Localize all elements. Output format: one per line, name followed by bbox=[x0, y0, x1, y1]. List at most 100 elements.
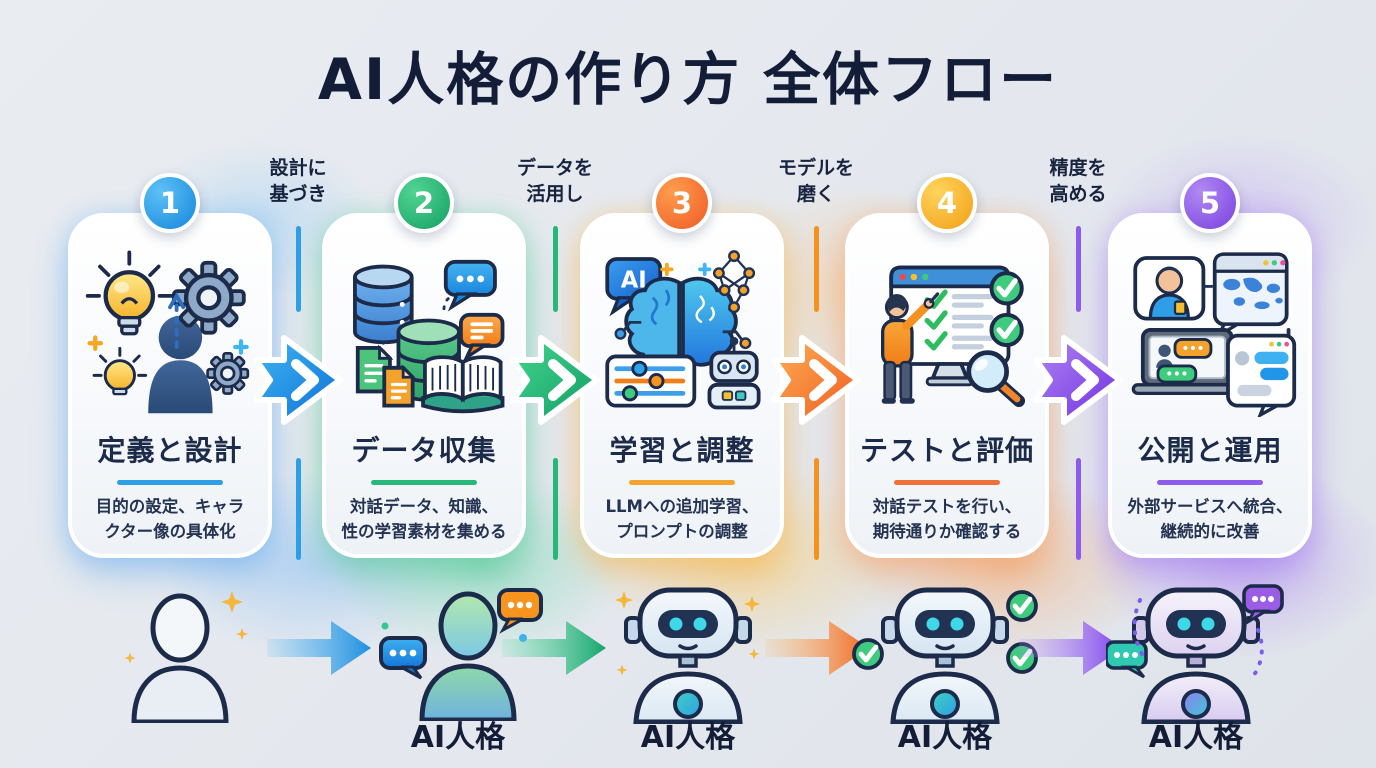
chat-bubble-icon bbox=[497, 588, 543, 634]
transition-label: 設計に基づき bbox=[269, 157, 327, 205]
figure-label: AI人格 bbox=[410, 720, 506, 755]
world-map-browser-icon bbox=[1212, 252, 1289, 340]
accent-divider bbox=[629, 480, 735, 485]
figure-label: AI人格 bbox=[897, 720, 993, 755]
step-title: テストと評価 bbox=[859, 434, 1034, 467]
step-description-line1: 対話データ、知識、 bbox=[349, 497, 498, 516]
training-tuning-illustration: AI bbox=[605, 250, 761, 410]
connector-line bbox=[1076, 226, 1081, 312]
tester-person-icon bbox=[881, 292, 940, 404]
connector-line bbox=[553, 226, 558, 312]
chat-bubble-icon bbox=[443, 259, 497, 312]
transition-label: モデルを磨く bbox=[777, 157, 854, 205]
neural-network-icon bbox=[712, 250, 756, 314]
chat-bubble-icon bbox=[1104, 640, 1148, 679]
robot-icon bbox=[707, 337, 761, 410]
figure-ai-robot-chatting bbox=[1104, 584, 1286, 728]
step-number-badge: 1 bbox=[140, 173, 200, 233]
connector-line bbox=[814, 458, 819, 560]
connector-line bbox=[1076, 458, 1081, 560]
accent-divider bbox=[1157, 480, 1263, 485]
accent-divider bbox=[371, 480, 477, 485]
step-description-line1: 対話テストを行い、 bbox=[872, 497, 1022, 516]
dashed-arc-decoration bbox=[1132, 598, 1264, 680]
figure-person bbox=[120, 588, 250, 727]
connector-line bbox=[296, 458, 301, 560]
step-number-badge: 4 bbox=[917, 173, 977, 233]
flow-arrow-icon bbox=[267, 621, 371, 675]
chevron-arrow-icon bbox=[1033, 335, 1123, 425]
connector-line bbox=[814, 226, 819, 312]
step3-icon-cluster: AI bbox=[584, 217, 780, 427]
lightbulb-icon bbox=[85, 250, 173, 336]
step-card-2: 2 bbox=[322, 173, 526, 558]
chat-bubble-icon bbox=[459, 312, 505, 362]
document-icon bbox=[382, 364, 417, 408]
sliders-icon bbox=[605, 354, 697, 408]
step-description-line2: 期待通りか確認する bbox=[872, 521, 1022, 541]
circuit-node-decoration bbox=[614, 320, 752, 350]
monitor-checklist-icon bbox=[889, 265, 1011, 387]
figure-label: AI人格 bbox=[1148, 720, 1244, 755]
step5-icon-cluster bbox=[1112, 217, 1308, 427]
step-number-badge: 5 bbox=[1180, 173, 1240, 233]
step-description-line1: 外部サービスへ統合、 bbox=[1127, 497, 1293, 516]
step1-icon-cluster bbox=[72, 217, 268, 427]
step-description-line2: プロンプトの調整 bbox=[616, 521, 748, 541]
chat-window-icon bbox=[1226, 333, 1297, 417]
step-card-3: 3 AI bbox=[580, 173, 784, 558]
laptop-chat-icon bbox=[1131, 328, 1243, 396]
data-collection-illustration bbox=[353, 259, 505, 414]
transition-label: 精度を高める bbox=[1049, 157, 1107, 205]
chevron-arrow-icon bbox=[510, 335, 600, 425]
gear-icon bbox=[171, 260, 246, 335]
connector-line bbox=[296, 226, 301, 312]
test-evaluation-illustration bbox=[881, 265, 1026, 408]
open-book-icon bbox=[421, 355, 505, 414]
step-number-badge: 3 bbox=[652, 173, 712, 233]
chevron-arrow-icon bbox=[771, 335, 861, 425]
sparkle-decoration bbox=[124, 591, 248, 664]
chevron-arrow-icon bbox=[253, 335, 343, 425]
transition-label: データを活用し bbox=[516, 157, 593, 205]
step-card-4: 4 bbox=[845, 173, 1049, 558]
magnifier-icon bbox=[966, 350, 1026, 408]
check-circle-icon bbox=[989, 271, 1024, 306]
page-title: AI人格の作り方 全体フロー bbox=[317, 47, 1059, 113]
check-circle-icon bbox=[852, 638, 884, 670]
sparkle-decoration bbox=[615, 591, 760, 676]
check-circle-icon bbox=[1006, 590, 1038, 622]
figure-ai-robot-validated bbox=[850, 584, 1040, 728]
step-title: 公開と運用 bbox=[1137, 434, 1283, 467]
lightbulb-icon bbox=[92, 346, 148, 396]
step4-icon-cluster bbox=[849, 217, 1045, 427]
plus-decoration bbox=[87, 335, 249, 355]
accent-divider bbox=[894, 480, 1000, 485]
figure-ai-robot bbox=[608, 584, 768, 728]
step-title: データ収集 bbox=[351, 434, 497, 467]
step-title: 学習と調整 bbox=[609, 434, 755, 467]
step-title: 定義と設計 bbox=[97, 434, 243, 467]
check-circle-icon bbox=[989, 312, 1024, 348]
step-description-line2: 継続的に改善 bbox=[1160, 521, 1260, 541]
figure-label: AI人格 bbox=[640, 720, 736, 755]
dot-decoration bbox=[381, 622, 389, 630]
flow-arrow-icon bbox=[765, 621, 869, 675]
definition-design-illustration bbox=[85, 250, 250, 414]
figure-person-becoming-ai bbox=[373, 586, 543, 725]
video-call-icon bbox=[1133, 256, 1213, 321]
step-description-line2: 性の学習素材を集める bbox=[341, 521, 507, 541]
accent-divider bbox=[117, 480, 223, 485]
world-map-icon bbox=[1223, 277, 1283, 310]
step-number-badge: 2 bbox=[394, 173, 454, 233]
plus-decoration bbox=[660, 262, 712, 277]
dashed-arrow-icon bbox=[168, 292, 186, 349]
step-card-1: 1 bbox=[68, 173, 272, 558]
connector-line bbox=[553, 458, 558, 560]
step-description-line2: クター像の具体化 bbox=[104, 521, 236, 541]
step-card-5: 5 bbox=[1108, 173, 1312, 558]
gear-icon bbox=[206, 352, 250, 395]
flow-arrow-icon bbox=[502, 621, 606, 675]
flow-arrow-icon bbox=[1019, 621, 1123, 675]
